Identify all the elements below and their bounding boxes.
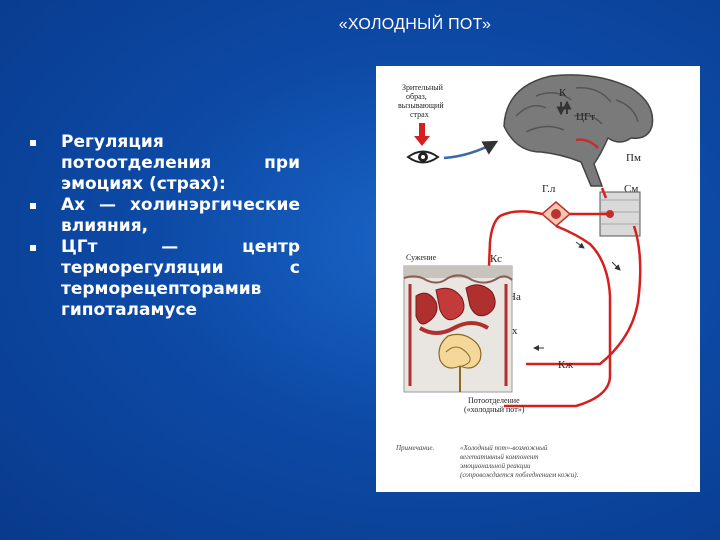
note-label: Примечание. xyxy=(395,444,434,452)
label-kzh: Кж xyxy=(558,359,573,371)
cold-sweat-diagram: Зрительный образ, вызывающий страх К ЦГт xyxy=(376,66,700,492)
k-arrows-icon xyxy=(556,100,572,116)
bullet-square-icon xyxy=(30,203,36,209)
blood-vessels-icon xyxy=(408,284,508,386)
note-line-2: вегетативный компонент xyxy=(460,453,538,461)
label-gl: Г.л xyxy=(542,183,556,195)
label-cgt: ЦГт xyxy=(576,111,595,123)
bullet-list: Регуляция потоотделения при эмоциях (стр… xyxy=(30,132,300,321)
bullet-square-icon xyxy=(30,245,36,251)
label-ks: Кс xyxy=(490,253,502,265)
skin-tissue-icon xyxy=(403,265,513,393)
bullet-text: Ах — холинэргические влияния, xyxy=(61,195,300,236)
nerve-descending xyxy=(600,187,608,199)
bullet-text: ЦГт — центр терморегуляции с терморецепт… xyxy=(61,237,300,320)
note-line-4: (сопровождается побледнением кожи). xyxy=(460,471,579,479)
brain-icon xyxy=(503,74,654,187)
bullet-text: Регуляция потоотделения при эмоциях (стр… xyxy=(61,132,300,194)
nerve-to-vessels xyxy=(486,210,543,293)
flow-arrow-icon xyxy=(575,241,585,249)
sweat-label-line-1: Потоотделение xyxy=(468,396,520,405)
nerve-to-sweat-gland xyxy=(504,224,612,408)
flow-arrow-icon xyxy=(611,261,621,271)
ganglion-icon xyxy=(540,201,572,227)
eye-to-brain-arrow-icon xyxy=(443,140,499,160)
eye-icon xyxy=(406,150,440,164)
bullet-item-cgt: ЦГт — центр терморегуляции с терморецепт… xyxy=(30,237,300,321)
bullet-item-ach: Ах — холинэргические влияния, xyxy=(30,195,300,237)
bullet-square-icon xyxy=(30,140,36,146)
stimulus-line-2: образ, xyxy=(406,92,427,101)
stimulus-line-4: страх xyxy=(410,110,429,119)
sweat-gland-icon xyxy=(438,333,482,392)
label-narrowing: Сужение xyxy=(406,253,437,262)
stimulus-arrow-icon xyxy=(414,123,430,146)
label-pm: Пм xyxy=(626,152,641,164)
nerve-afferent xyxy=(526,225,642,366)
label-k: К xyxy=(559,87,567,99)
bullet-item-emotions: Регуляция потоотделения при эмоциях (стр… xyxy=(30,132,300,195)
stimulus-line-1: Зрительный xyxy=(402,83,444,92)
note-line-3: эмоциональной реакции xyxy=(460,462,531,470)
slide-title: «ХОЛОДНЫЙ ПОТ» xyxy=(338,16,492,33)
stimulus-line-3: вызывающий xyxy=(398,101,444,110)
note-line-1: «Холодный пот»-возможный xyxy=(460,444,548,452)
sweat-label-line-2: («холодный пот») xyxy=(464,405,525,414)
